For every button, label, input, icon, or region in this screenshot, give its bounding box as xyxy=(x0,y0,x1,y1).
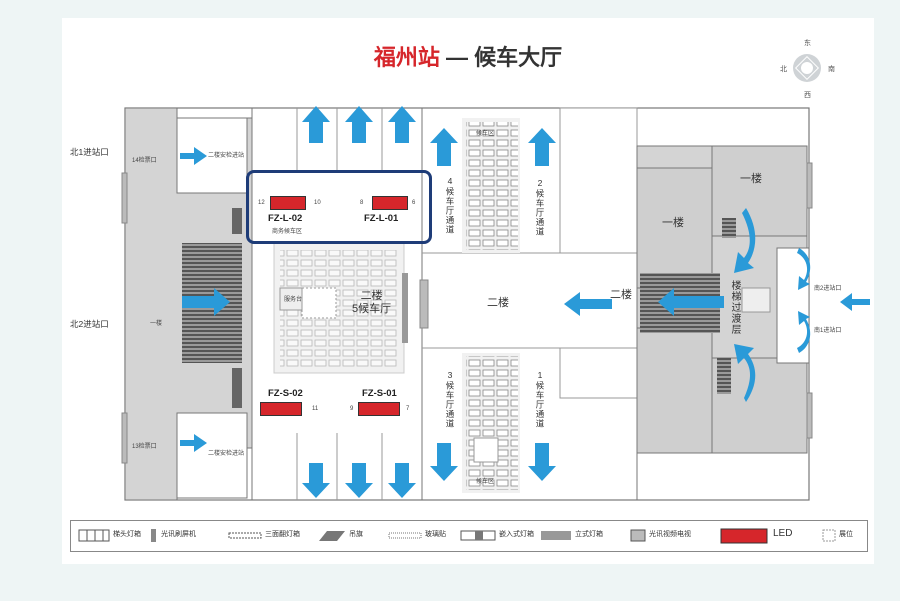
passage2-label: 2候车厅通道 xyxy=(535,178,545,237)
page-title: 福州站 — 候车大厅 xyxy=(62,40,874,72)
legend-label: 三面翻灯箱 xyxy=(265,531,300,538)
hall-name: — 候车大厅 xyxy=(439,45,563,70)
door-number: 8 xyxy=(360,200,364,206)
seat-area-top-label: 候车区 xyxy=(476,131,495,137)
arrow-up-icon xyxy=(430,128,458,166)
screen-code: FZ-L-02 xyxy=(268,213,303,224)
compass-south: 南 xyxy=(828,66,835,73)
north2-entrance-label: 北2进站口 xyxy=(70,319,109,329)
south1-entrance-label: 南1进站口 xyxy=(814,328,842,334)
led-screen-fz-l-01[interactable] xyxy=(372,196,408,210)
arrow-up-icon xyxy=(302,106,330,143)
waiting-area-label: 商务候车区 xyxy=(272,229,303,235)
led-screen-fz-s-01[interactable] xyxy=(358,402,400,416)
floor1-right-mid-label: 一楼 xyxy=(662,217,684,229)
arrow-down-icon xyxy=(388,463,416,498)
legend-label: 梯头灯箱 xyxy=(113,531,141,538)
screen-code: FZ-L-01 xyxy=(364,213,399,224)
floor1-left-label: 一楼 xyxy=(150,321,163,327)
arrow-left-icon xyxy=(658,288,724,316)
door-number: 7 xyxy=(406,406,410,412)
floor1-right-top-label: 一楼 xyxy=(740,173,762,185)
compass-north: 北 xyxy=(780,66,787,73)
led-screen-fz-s-02[interactable] xyxy=(260,402,302,416)
door-number: 9 xyxy=(350,406,354,412)
floor2-right-label: 二楼 xyxy=(610,289,632,301)
passage3-label: 3候车厅通道 xyxy=(445,370,455,429)
station-name: 福州站 xyxy=(373,45,440,70)
flow-arrows xyxy=(180,106,870,498)
arrow-right-icon xyxy=(182,288,230,316)
door-number: 6 xyxy=(412,200,416,206)
service-desk-label: 服务台 xyxy=(284,297,303,303)
legend-label: 展位 xyxy=(839,531,853,538)
legend-label: 立式灯箱 xyxy=(575,531,603,538)
legend-label: 嵌入式灯箱 xyxy=(499,531,534,538)
south2-entrance-label: 南2进站口 xyxy=(814,286,842,292)
security-top-label: 二楼安检进站 xyxy=(208,153,245,159)
arrow-curve-icon xyxy=(734,344,756,402)
map-sheet: 福州站 — 候车大厅 东 北 南 西 xyxy=(62,18,874,564)
waiting5-label: 二楼 5候车厅 xyxy=(352,290,392,315)
legend-label: LED xyxy=(773,528,793,539)
arrow-up-icon xyxy=(345,106,373,143)
gate14-label: 14检票口 xyxy=(132,158,157,164)
legend-label: 光讯视频电视 xyxy=(649,531,691,538)
door-number: 12 xyxy=(258,200,265,206)
floor2-center-label: 二楼 xyxy=(487,297,509,309)
legend-label: 玻璃贴 xyxy=(425,531,446,538)
passage1-label: 1候车厅通道 xyxy=(535,370,545,429)
screen-code: FZ-S-02 xyxy=(268,388,303,399)
passage4-label: 4候车厅通道 xyxy=(445,176,455,235)
arrow-down-icon xyxy=(528,443,556,481)
north1-entrance-label: 北1进站口 xyxy=(70,147,109,157)
compass: 东 北 南 西 xyxy=(772,30,842,100)
door-number: 11 xyxy=(312,406,319,412)
highlight-frame xyxy=(246,170,432,244)
arrow-down-icon xyxy=(430,443,458,481)
compass-rose-icon xyxy=(793,54,821,82)
arrow-left-icon xyxy=(840,293,870,311)
stair-layer-label: 楼梯过渡层 xyxy=(729,280,740,335)
arrow-curve-icon xyxy=(797,248,811,290)
screen-code: FZ-S-01 xyxy=(362,388,397,399)
arrow-curve-icon xyxy=(734,208,756,273)
arrow-right-icon xyxy=(180,147,207,165)
legend-label: 光讯刷屏机 xyxy=(161,531,196,538)
gate13-label: 13检票口 xyxy=(132,444,157,450)
arrow-left-icon xyxy=(564,292,612,316)
map-legend: 梯头灯箱 光讯刷屏机 三面翻灯箱 吊旗 玻璃贴 嵌入式灯箱 立式灯箱 光讯视频电… xyxy=(70,520,868,552)
arrow-down-icon xyxy=(302,463,330,498)
security-bottom-label: 二楼安检进站 xyxy=(208,451,245,457)
legend-label: 吊旗 xyxy=(349,531,363,538)
legend-symbols xyxy=(78,528,836,544)
arrow-right-icon xyxy=(180,434,207,452)
arrow-up-icon xyxy=(528,128,556,166)
arrow-down-icon xyxy=(345,463,373,498)
seat-area-bottom-label: 候车区 xyxy=(476,479,495,485)
arrow-up-icon xyxy=(388,106,416,143)
compass-west: 西 xyxy=(804,92,811,99)
led-screen-fz-l-02[interactable] xyxy=(270,196,306,210)
arrow-curve-icon xyxy=(797,311,811,353)
compass-east: 东 xyxy=(804,40,811,47)
door-number: 10 xyxy=(314,200,321,206)
